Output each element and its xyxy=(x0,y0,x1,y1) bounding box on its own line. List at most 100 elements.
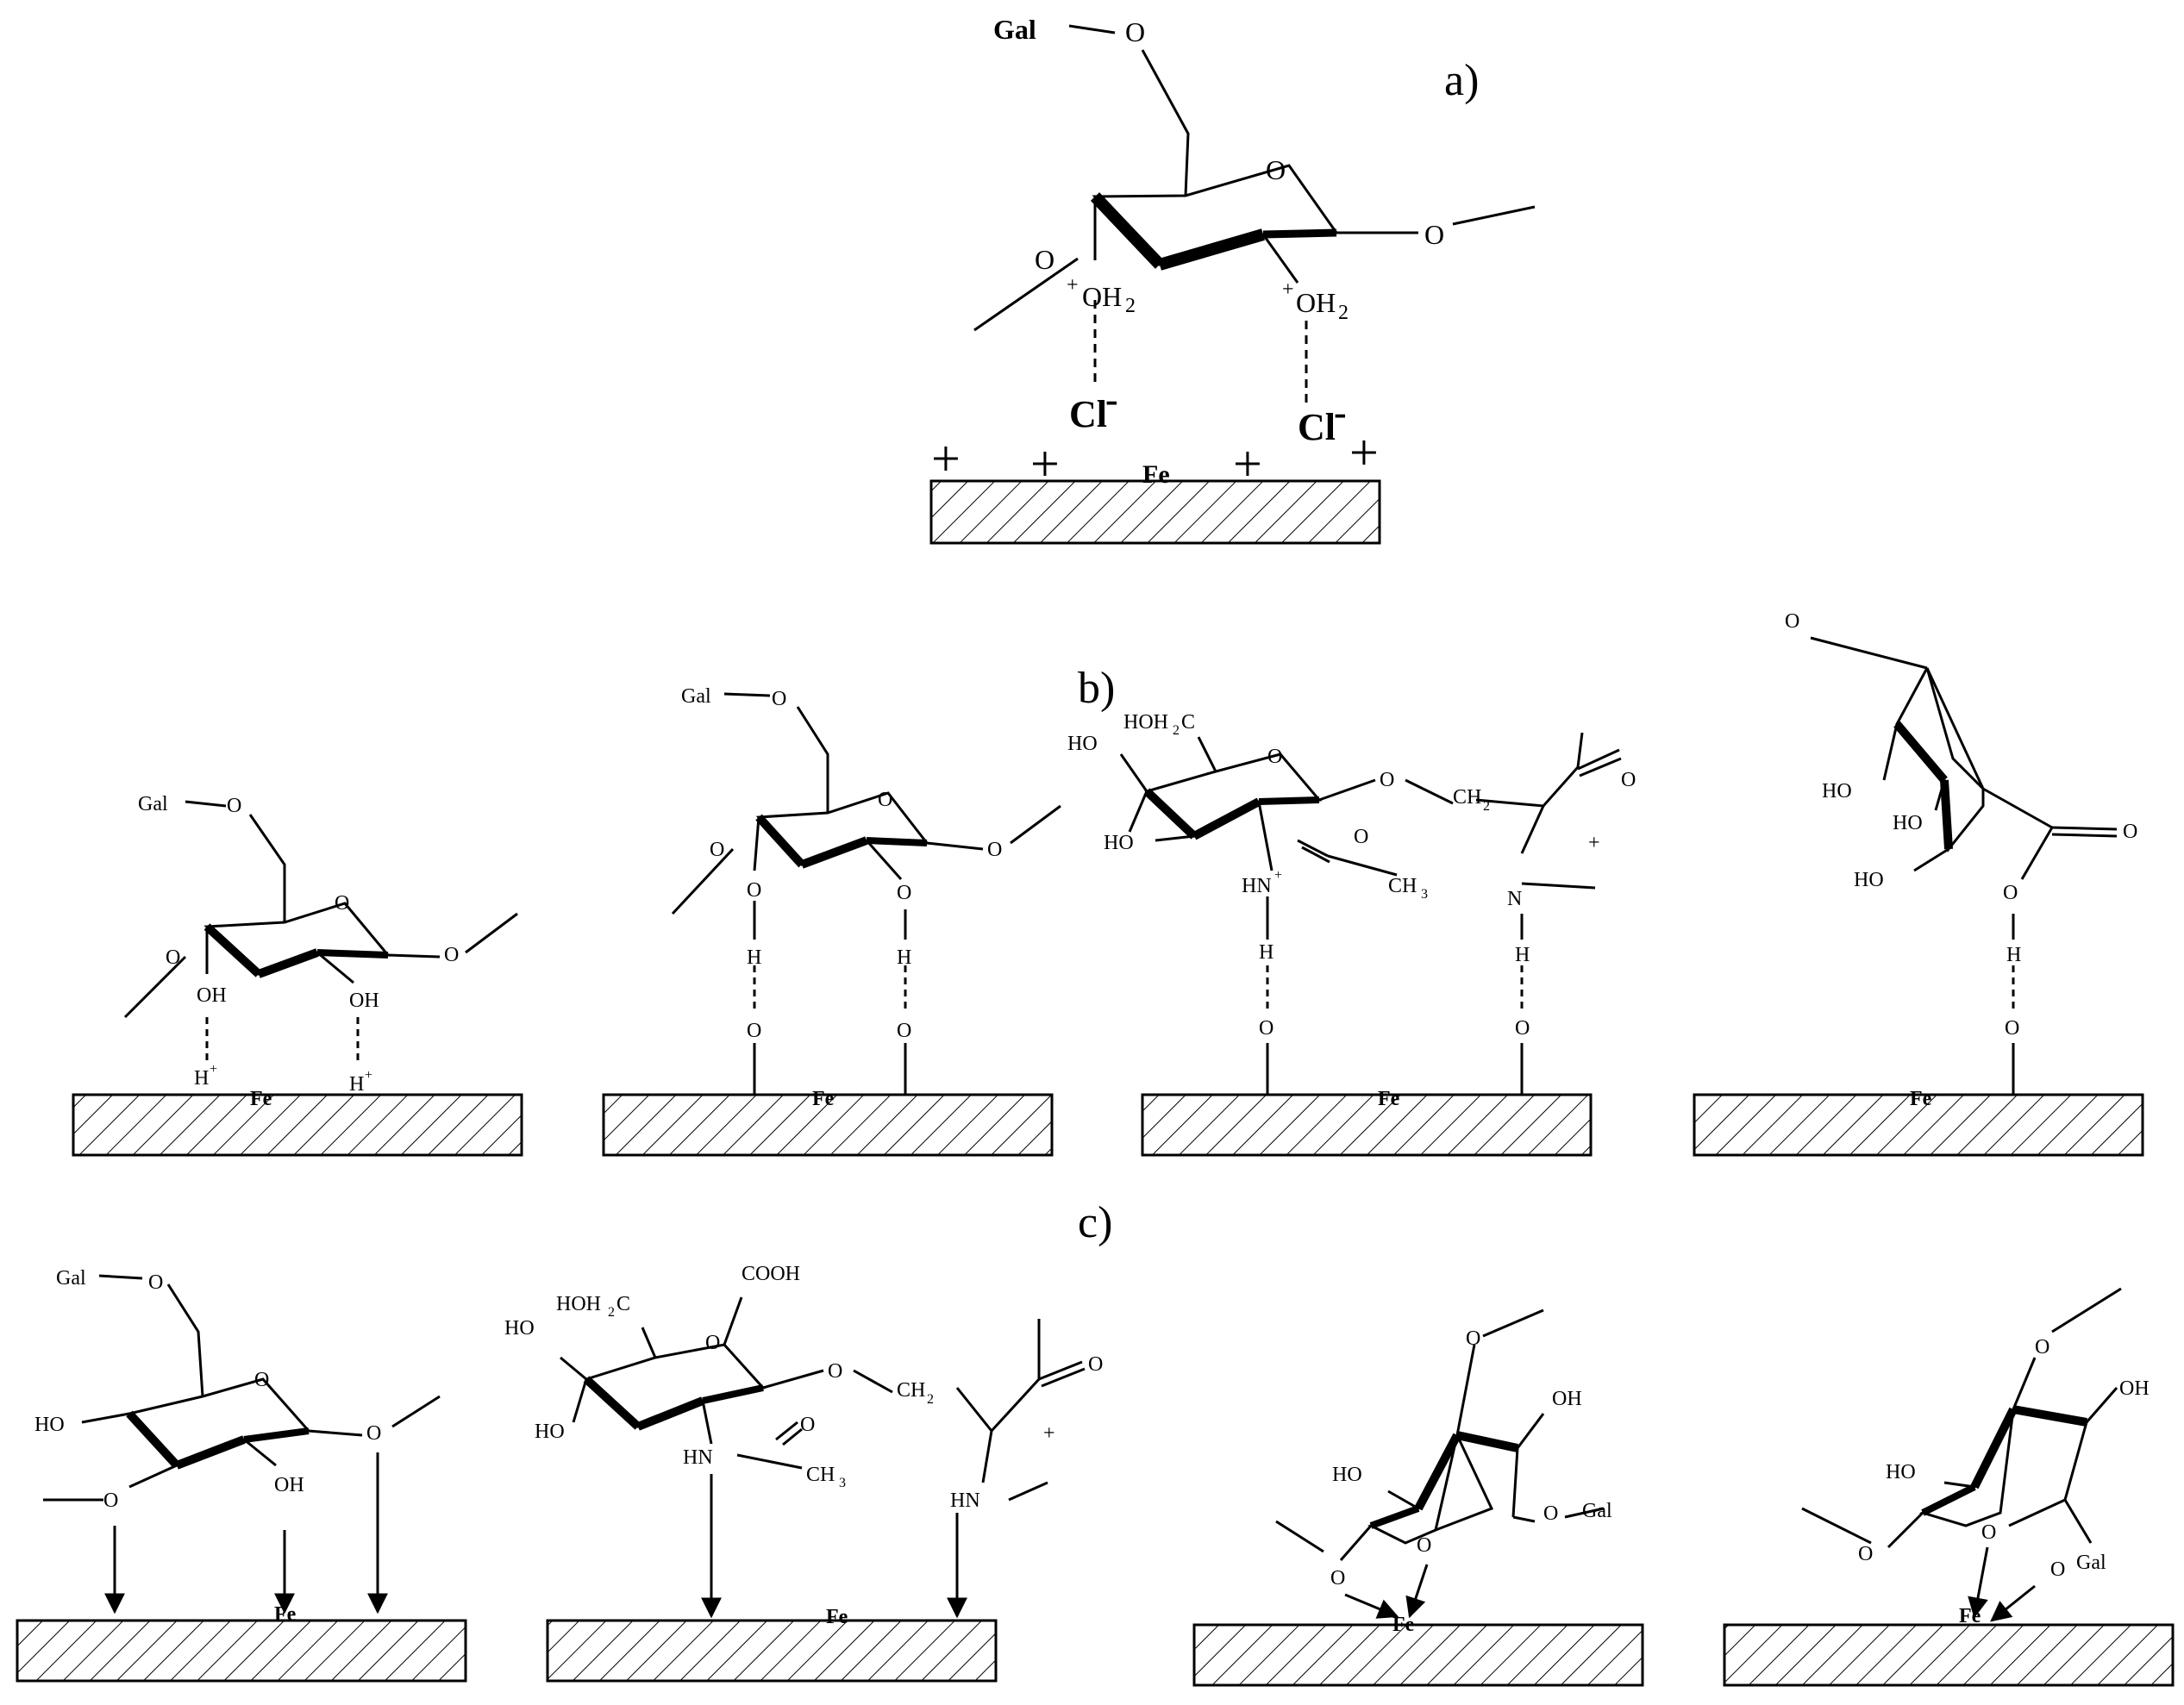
panel-b1 xyxy=(72,800,523,1157)
fe-label: Fe xyxy=(1378,1088,1400,1110)
oxygen-label: O xyxy=(1543,1502,1558,1525)
ring-oxygen-label: O xyxy=(1267,746,1282,768)
amine-label: HN xyxy=(683,1446,713,1469)
hydrogen-label: H xyxy=(2006,944,2021,966)
proton-label: H xyxy=(194,1067,209,1090)
subscript-2: 2 xyxy=(1125,295,1136,317)
panel-a xyxy=(929,24,1536,545)
hydroxyl-label: HO xyxy=(1067,733,1098,755)
methyl-label: CH xyxy=(1388,875,1417,897)
gal-label: Gal xyxy=(2076,1552,2106,1574)
carbonyl-oxygen-label: O xyxy=(2123,821,2137,843)
carboxyl-label: COOH xyxy=(742,1263,800,1285)
ring-oxygen-label: O xyxy=(335,892,349,915)
fe-label: Fe xyxy=(1910,1088,1932,1110)
charge-plus: + xyxy=(1588,832,1600,854)
oxygen-label: O xyxy=(103,1490,118,1512)
panel-c1 xyxy=(16,1274,467,1683)
subscript-3: 3 xyxy=(839,1476,846,1490)
fe-label: Fe xyxy=(812,1088,835,1110)
methyl-label: CH xyxy=(806,1464,835,1486)
subscript-2: 2 xyxy=(927,1392,934,1407)
surface-charge-plus: + xyxy=(931,430,961,487)
oxygen-label: O xyxy=(1785,610,1799,633)
hydroxyl-label: HO xyxy=(1893,812,1923,834)
oxygen-label: O xyxy=(1330,1567,1345,1589)
ring-oxygen-label: O xyxy=(1981,1521,1996,1544)
methylene-label: CH xyxy=(1453,786,1481,809)
glycosidic-oxygen-label: O xyxy=(1424,219,1444,250)
ring-oxygen-label: O xyxy=(254,1369,269,1391)
ring-oxygen-label: O xyxy=(1417,1534,1431,1557)
oxygen-label: O xyxy=(747,879,761,902)
plus-superscript: + xyxy=(1282,278,1294,301)
oxygen-label: O xyxy=(1515,1017,1530,1040)
oxygen-label: O xyxy=(1466,1327,1480,1350)
ring-oxygen-label: O xyxy=(705,1332,720,1354)
gal-label: Gal xyxy=(56,1267,86,1290)
gal-label: Gal xyxy=(1582,1500,1612,1522)
subscript-2: 2 xyxy=(1173,723,1180,738)
oxygen-label: O xyxy=(148,1271,163,1294)
ring-oxygen-label: O xyxy=(878,789,892,811)
oxygen-label: O xyxy=(1858,1543,1873,1565)
oxygen-label: O xyxy=(2050,1558,2065,1581)
oxygen-label: O xyxy=(710,839,724,861)
panel-b2 xyxy=(602,692,1061,1157)
hydroxyl-label: HO xyxy=(34,1414,65,1436)
oxygen-label: O xyxy=(166,946,180,969)
hydroxyl-label: HO xyxy=(1886,1461,1916,1483)
methylene-label: CH xyxy=(897,1379,925,1402)
panel-c2 xyxy=(546,1296,1086,1683)
carbon-label: C xyxy=(616,1293,630,1315)
nitrogen-label: N xyxy=(1507,888,1522,910)
fe-surface-a xyxy=(929,479,1381,545)
hydrogen-label: H xyxy=(747,946,761,969)
gal-label: Gal xyxy=(993,14,1036,45)
carbonyl-oxygen-label: O xyxy=(800,1414,815,1436)
subscript-2: 2 xyxy=(1483,799,1490,814)
oxygen-label: O xyxy=(897,882,911,904)
section-label-c: c) xyxy=(1078,1198,1112,1247)
plus-superscript: + xyxy=(210,1062,217,1077)
hydroxyl-label: OH xyxy=(274,1474,304,1496)
hydroxyl-label: OH xyxy=(349,990,379,1012)
gal-label: Gal xyxy=(138,793,168,815)
ring-oxygen-label: O xyxy=(1125,16,1145,47)
oxygen-label: O xyxy=(897,1020,911,1042)
oxygen-label: O xyxy=(366,1422,381,1445)
hydrogen-label: H xyxy=(897,946,911,969)
hydroxyl-label: OH xyxy=(197,984,227,1007)
subscript-2: 2 xyxy=(608,1305,615,1320)
gal-label: Gal xyxy=(681,685,711,708)
hydroxyl-label: HO xyxy=(535,1421,565,1443)
oxygen-label: O xyxy=(227,795,241,817)
subscript-3: 3 xyxy=(1421,887,1428,902)
fe-label: Fe xyxy=(1392,1614,1415,1636)
oxygen-label: O xyxy=(444,944,459,966)
hydroxyl-label: OH xyxy=(2119,1377,2150,1400)
hydrogen-label: H xyxy=(1515,944,1530,966)
ring-oxygen-label: O xyxy=(1266,154,1286,185)
carbonyl-oxygen-label: O xyxy=(1088,1353,1103,1376)
surface-charge-plus: + xyxy=(1233,435,1262,492)
panel-b3 xyxy=(1119,732,1622,1157)
hydrogen-label: H xyxy=(1259,941,1273,964)
minus-sign: - xyxy=(1105,378,1118,421)
ammonium-label: HN xyxy=(1242,875,1272,897)
oxygen-label: O xyxy=(772,688,786,710)
oxygen-label: O xyxy=(2005,1017,2019,1040)
panel-c4 xyxy=(1723,1287,2175,1687)
plus-superscript: + xyxy=(365,1068,372,1083)
chloride-ion: Cl xyxy=(1069,393,1107,435)
hydroxyl-label: HO xyxy=(1822,780,1852,803)
oxygen-label: O xyxy=(1380,769,1394,791)
panel-b4 xyxy=(1693,636,2144,1157)
section-label-b: b) xyxy=(1078,664,1115,713)
subscript-2: 2 xyxy=(1338,302,1349,324)
surface-charge-plus: + xyxy=(1030,435,1060,492)
oxonium-label: OH xyxy=(1082,281,1122,312)
oxygen-label: O xyxy=(747,1020,761,1042)
panel-c3 xyxy=(1192,1308,1644,1687)
